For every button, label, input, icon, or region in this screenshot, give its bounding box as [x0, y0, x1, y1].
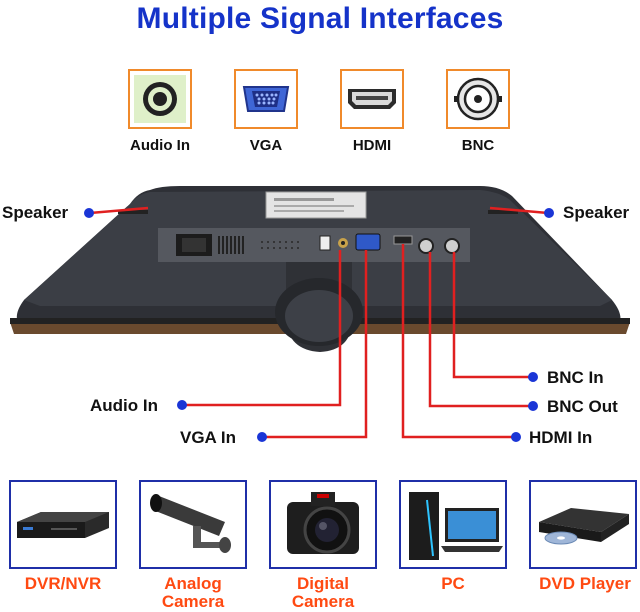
- device-label-dvd-player: DVD Player: [539, 574, 631, 593]
- callout-hdmi-in: HDMI In: [529, 428, 593, 447]
- interface-label-vga: VGA: [249, 137, 283, 154]
- dvr-recorder-icon: [9, 480, 117, 569]
- bnc-connector-icon: [446, 69, 510, 129]
- callout-speaker-left: Speaker: [2, 203, 69, 222]
- page-title: Multiple Signal Interfaces: [136, 2, 504, 35]
- digital-camera-icon: [269, 480, 377, 569]
- callout-audio-in: Audio In: [90, 396, 158, 415]
- analog-camera-icon: [139, 480, 247, 569]
- device-label-dvr: DVR/NVR: [24, 574, 102, 593]
- device-label-pc: PC: [441, 574, 465, 593]
- callout-speaker-right: Speaker: [563, 203, 630, 222]
- pc-icon: [399, 480, 507, 569]
- callout-vga-in: VGA In: [180, 428, 237, 447]
- interface-label-audio: Audio In: [130, 137, 190, 154]
- audio-jack-icon: [128, 69, 192, 129]
- device-label-analog-camera: Analog Camera: [161, 574, 225, 611]
- hdmi-port-icon: [340, 69, 404, 129]
- callout-bnc-in: BNC In: [547, 368, 604, 387]
- vga-port-icon: [234, 69, 298, 129]
- interface-label-hdmi: HDMI: [352, 137, 392, 154]
- dvd-player-icon: [529, 480, 637, 569]
- callout-bnc-out: BNC Out: [547, 397, 618, 416]
- device-label-digital-camera: Digital Camera: [291, 574, 355, 611]
- interface-label-bnc: BNC: [461, 137, 495, 154]
